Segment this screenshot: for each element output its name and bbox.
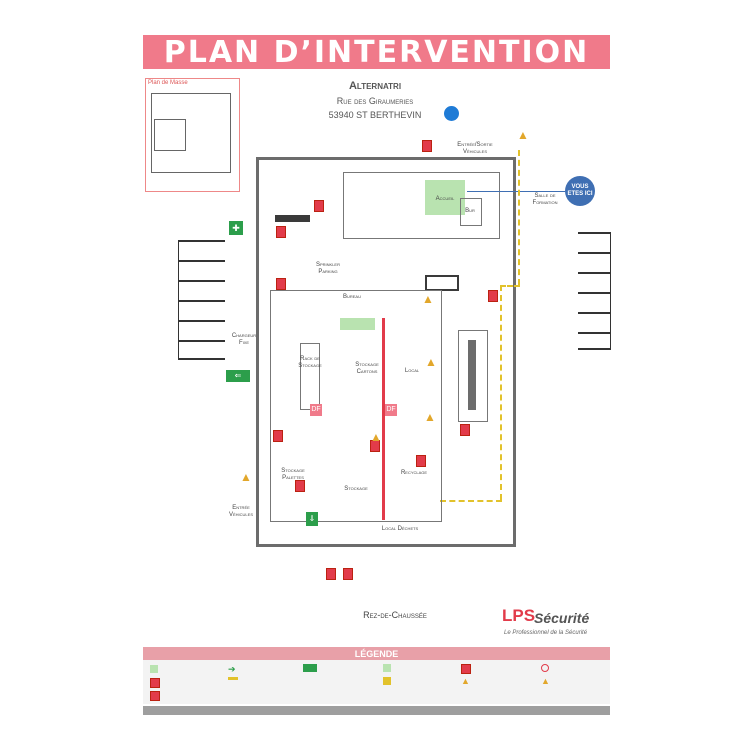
legend-extinguisher-icon <box>150 678 160 688</box>
bureau-label: Bureau <box>342 294 361 300</box>
local-dechets-label: Local Déchets <box>381 526 419 532</box>
warning-triangle-icon: ▲ <box>240 470 252 484</box>
legend-room-swatch <box>383 664 391 672</box>
rack-area <box>300 343 320 410</box>
chargeur-label: Chargeur Fixe <box>231 333 257 346</box>
fire-extinguisher-icon <box>416 455 426 467</box>
parking-right <box>578 232 611 350</box>
emergency-exit-icon-bottom: ⇓ <box>306 512 318 526</box>
rack-label: Rack de Stockage <box>298 356 322 369</box>
stockage-carton-label: Stockage Cartons <box>355 362 379 375</box>
fire-wall-line <box>382 318 385 520</box>
green-room <box>340 318 375 330</box>
legend-electric-swatch <box>383 677 391 685</box>
brand-tagline: Le Professionnel de la Sécurité <box>504 630 588 636</box>
legend-green-swatch <box>150 665 158 673</box>
legend-path-swatch <box>228 677 238 680</box>
warning-triangle-icon: ▲ <box>424 410 436 424</box>
legend-body: ➔ ▲ ▲ <box>143 660 610 704</box>
fire-extinguisher-icon <box>314 200 324 212</box>
machine-block <box>468 340 476 410</box>
office-block <box>343 172 500 239</box>
fire-extinguisher-icon <box>422 140 432 152</box>
footer-bar <box>143 706 610 715</box>
evacuation-path-connector <box>500 285 520 289</box>
site-street: Rue des Giraumeries <box>336 96 414 106</box>
brand-name: Sécurité <box>534 610 590 626</box>
floor-label: Rez-de-Chaussée <box>363 610 427 620</box>
title-banner: PLAN D’INTERVENTION <box>143 34 610 70</box>
evacuation-path-bottom <box>440 500 502 504</box>
machine-area <box>458 330 488 422</box>
you-are-here-pointer <box>467 191 565 192</box>
legend-hazard-icon: ▲ <box>541 676 550 686</box>
equipment-block <box>425 275 459 291</box>
recyclage-label: Recyclage <box>400 470 428 476</box>
legend-fire-alarm-icon <box>461 664 471 674</box>
fire-extinguisher-icon <box>326 568 336 580</box>
entree-sortie-label: Entrée/Sortie Véhicules <box>457 142 493 155</box>
legend-title: LÉGENDE <box>354 648 399 659</box>
you-are-here-marker: VOUS ETES ICI <box>565 176 595 206</box>
building-outline <box>256 157 516 547</box>
site-city: 53940 ST BERTHEVIN <box>328 110 422 120</box>
local-label: Local <box>404 368 420 374</box>
warning-triangle-icon: ▲ <box>370 430 382 444</box>
stockage-palettes-label: Stockage Palettes <box>281 468 305 481</box>
fire-extinguisher-icon <box>295 480 305 492</box>
bur-label: Bur <box>465 208 475 214</box>
legend-detector-icon <box>541 664 549 672</box>
fire-door-marker: DF <box>310 404 322 416</box>
accueil-label: Accueil <box>435 196 455 202</box>
first-aid-icon: ✚ <box>229 221 243 235</box>
site-name: Alternatri <box>348 80 402 92</box>
legend-hose-icon <box>150 691 160 701</box>
warning-triangle-icon: ▲ <box>425 355 437 369</box>
mass-building <box>154 119 186 151</box>
plan-de-masse-inset <box>145 78 240 192</box>
stockage-label: Stockage <box>344 486 368 492</box>
legend-exit-icon <box>303 664 317 672</box>
entree-vehicules-label: Entrée Véhicules <box>228 505 253 518</box>
legend-header: LÉGENDE <box>143 647 610 660</box>
brand-letters: LPS <box>502 606 536 625</box>
fire-hydrant-marker-icon <box>444 106 459 121</box>
warning-triangle-icon: ▲ <box>517 128 529 142</box>
plan-de-masse-title: Plan de Masse <box>148 80 188 86</box>
accueil-room <box>425 180 465 215</box>
fire-extinguisher-icon <box>460 424 470 436</box>
bur-room <box>460 198 482 226</box>
fire-extinguisher-icon <box>276 226 286 238</box>
evacuation-path-vertical <box>518 150 522 285</box>
fire-extinguisher-icon <box>370 440 380 452</box>
page-title: PLAN D’INTERVENTION <box>163 34 590 70</box>
fire-extinguisher-icon <box>273 430 283 442</box>
salle-formation-label: Salle de Formation <box>532 193 558 206</box>
legend-arrow-icon: ➔ <box>228 664 236 674</box>
workstation-block <box>275 215 310 222</box>
sprinkler-label: Sprinkler Parking <box>315 262 340 275</box>
warehouse-zone <box>270 290 442 522</box>
fire-extinguisher-icon <box>343 568 353 580</box>
evacuation-path-inner <box>500 285 504 500</box>
fire-extinguisher-icon <box>276 278 286 290</box>
parking-left <box>178 240 225 360</box>
fire-door-marker-2: DF <box>385 404 397 416</box>
warning-triangle-icon: ▲ <box>422 292 434 306</box>
emergency-exit-icon: ⇐ <box>226 370 250 382</box>
legend-warning-icon: ▲ <box>461 676 470 686</box>
fire-extinguisher-icon <box>488 290 498 302</box>
mass-outline <box>151 93 231 173</box>
